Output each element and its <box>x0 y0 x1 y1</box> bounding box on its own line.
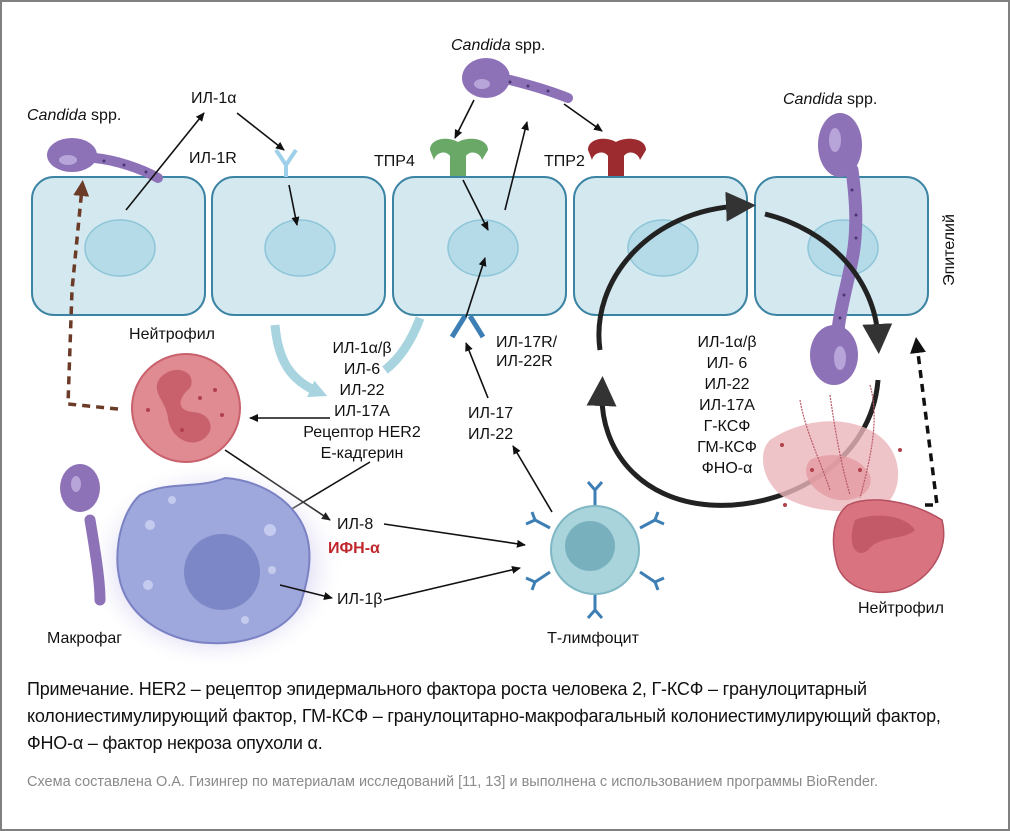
dashed-arrow-neutrophil-to-candida <box>66 180 119 411</box>
epithelium <box>31 176 929 316</box>
il22-label: ИЛ-22 <box>468 426 513 443</box>
il1r-receptor-icon <box>274 148 298 177</box>
candida-top-italic: Candida <box>451 37 511 54</box>
right-list-item: ГМ-КСФ <box>697 439 757 456</box>
right-cytokine-list: ИЛ-1α/β ИЛ- 6 ИЛ-22 ИЛ-17A Г-КСФ ГМ-КСФ … <box>697 334 757 477</box>
cycle-arrow-right <box>764 211 893 354</box>
candida-left-icon <box>47 138 163 183</box>
tlr2-receptor-icon <box>588 138 646 176</box>
il1b-label: ИЛ-1β <box>337 591 382 608</box>
candida-left-italic: Candida <box>27 107 87 124</box>
central-list-item: Е-кадгерин <box>321 445 404 462</box>
curved-arrow-epithelium-signal-2 <box>382 316 425 374</box>
candida-macrophage-icon <box>60 464 106 606</box>
right-list-item: ИЛ-17A <box>699 397 755 414</box>
epithelial-cell <box>392 176 567 316</box>
right-list-item: ИЛ-1α/β <box>697 334 756 351</box>
arrow-il1a-to-receptor <box>236 112 285 151</box>
candida-right-label: Candida spp. <box>783 91 877 108</box>
il8-label: ИЛ-8 <box>337 516 373 533</box>
right-list-item: ИЛ-22 <box>704 376 749 393</box>
figure-credit: Схема составлена О.А. Гизингер по матери… <box>27 774 879 790</box>
il17r-receptor-icon <box>449 314 486 339</box>
central-list-item: ИЛ-1α/β <box>332 340 391 357</box>
candida-top-label: Candida spp. <box>451 37 545 54</box>
ifn-alpha-label: ИФН-α <box>328 540 380 557</box>
epithelial-cell <box>211 176 386 316</box>
central-cytokine-list: ИЛ-1α/β ИЛ-6 ИЛ-22 ИЛ-17A Рецептор HER2 … <box>303 340 421 462</box>
t-lymphocyte-label: Т-лимфоцит <box>547 630 640 647</box>
macrophage-label: Макрофаг <box>47 630 122 647</box>
central-list-item: ИЛ-22 <box>339 382 384 399</box>
il17-label: ИЛ-17 <box>468 405 513 422</box>
arrow-candida-to-tlr2 <box>563 103 603 132</box>
central-list-item: ИЛ-6 <box>344 361 380 378</box>
tlr4-label: ТПР4 <box>374 153 415 170</box>
candida-left-label: Candida spp. <box>27 107 121 124</box>
right-list-item: ИЛ- 6 <box>707 355 748 372</box>
immune-response-diagram: Эпителий Candida spp. Candida spp. Candi… <box>27 37 958 670</box>
right-list-item: Г-КСФ <box>704 418 751 435</box>
right-list-item: ФНО-α <box>702 460 753 477</box>
figure-note: Примечание. HER2 – рецептор эпидермально… <box>27 679 941 753</box>
arrow-il17-to-receptor <box>465 342 489 399</box>
arrow-il1b-to-tcell <box>383 565 521 601</box>
arrow-receptor-to-nucleus <box>288 184 300 226</box>
candida-top-rest: spp. <box>511 37 546 54</box>
il17r-label-line2: ИЛ-22R <box>496 353 553 370</box>
epithelial-cell <box>31 176 206 316</box>
candida-top-icon <box>462 58 573 103</box>
macrophage-icon <box>85 460 345 670</box>
arrow-il8-to-tcell <box>383 523 526 548</box>
tlr4-receptor-icon <box>430 138 488 176</box>
neutrophil-right-label: Нейтрофил <box>858 600 944 617</box>
arrow-tcell-to-il17 <box>512 445 553 513</box>
neutrophil-left-label: Нейтрофил <box>129 326 215 343</box>
t-lymphocyte-icon <box>525 481 665 619</box>
neutrophil-right-icon <box>762 384 945 594</box>
candida-right-rest: spp. <box>843 91 878 108</box>
candida-right-italic: Candida <box>783 91 843 108</box>
epithelium-label: Эпителий <box>941 214 958 286</box>
tlr2-label: ТПР2 <box>544 153 585 170</box>
epithelial-cell <box>573 176 748 316</box>
candida-right-icon <box>810 113 863 385</box>
arrow-receptor-to-nucleus-2 <box>465 257 487 318</box>
neutrophil-left-icon <box>131 353 241 463</box>
arrow-candida-to-tlr4 <box>454 99 475 139</box>
cycle-arrow-upper <box>596 191 756 351</box>
arrow-macrophage-to-il1b <box>279 584 333 600</box>
curved-arrow-epithelium-signal <box>270 324 328 398</box>
il1a-label: ИЛ-1α <box>191 90 236 107</box>
il1r-label: ИЛ-1R <box>189 150 237 167</box>
arrow-cell-to-candida <box>504 121 529 211</box>
arrow-tlr4-to-nucleus <box>462 179 489 231</box>
il17r-label-line1: ИЛ-17R/ <box>496 334 558 351</box>
dashed-arrow-net-to-candida <box>910 337 939 507</box>
arrow-il1a-release <box>125 112 205 211</box>
central-list-item: Рецептор HER2 <box>303 424 421 441</box>
central-list-item: ИЛ-17A <box>334 403 390 420</box>
candida-left-rest: spp. <box>87 107 122 124</box>
